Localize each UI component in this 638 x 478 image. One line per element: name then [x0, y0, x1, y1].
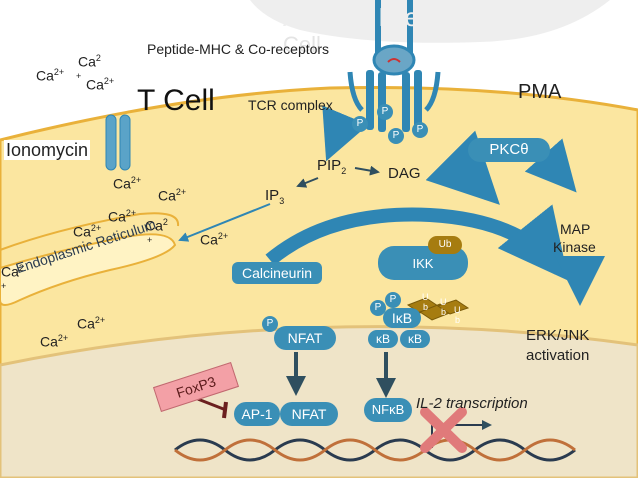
ub-small: b — [423, 302, 429, 312]
ca-ion: Ca2+ — [158, 188, 186, 203]
apc-title: Antigen Presentation — [283, 4, 524, 30]
pkc-theta: PKCθ — [468, 138, 550, 162]
er-graphic — [0, 233, 177, 306]
ca-charge-plus: + — [1, 281, 7, 291]
ub-small: U — [454, 305, 461, 315]
ap1: AP-1 — [234, 402, 280, 426]
map-kinase-label-2: Kinase — [553, 239, 596, 255]
ca-charge: 2+ — [90, 223, 102, 233]
ca-charge: 2+ — [57, 333, 69, 343]
il2-transcription-label: IL-2 transcription — [416, 395, 528, 412]
ca-charge-plus: + — [147, 235, 153, 245]
ub-small: b — [455, 315, 461, 325]
ca-charge: 2+ — [130, 175, 142, 185]
ionomycin-text: Ionomycin — [6, 140, 89, 160]
ip3-sub: 3 — [279, 196, 285, 206]
ca-text: Ca — [108, 208, 126, 225]
ca-ion: Ca2 — [145, 218, 168, 233]
tcr-complex-label: TCR complex — [248, 97, 333, 113]
calcineurin-curve-arrow — [265, 204, 569, 281]
phospho-badge: P — [385, 292, 401, 308]
erk-jnk-label-2: activation — [526, 347, 590, 364]
ip3-to-er-arrow — [178, 203, 271, 242]
nfat-nuclear: NFAT — [280, 402, 338, 426]
phospho-badge: P — [352, 116, 368, 132]
ca-charge: 2+ — [217, 231, 229, 241]
ca-ion: Ca2+ — [40, 334, 68, 349]
pma-to-map-arrow — [524, 138, 577, 193]
ca-ion: Ca2+ — [73, 224, 101, 239]
ub-small: U — [422, 292, 429, 302]
ca-charge: 2+ — [53, 67, 65, 77]
apc-title-line2: Cell — [283, 32, 321, 57]
ca-ion: Ca2 — [78, 54, 101, 69]
phospho-badge: P — [377, 104, 393, 120]
ca-text: Ca — [40, 333, 58, 350]
map-kinase-label-1: MAP — [560, 221, 591, 237]
pip2-label: PIP2 — [317, 158, 346, 176]
ca-text: Ca — [36, 67, 54, 84]
phospho-badge: P — [262, 316, 278, 332]
tcr-receptor-graphic — [347, 0, 441, 132]
tcr-to-pip2-arrow — [322, 105, 369, 162]
erk-jnk-label-1: ERK/JNK — [526, 327, 590, 344]
ubiquitin-tag: Ub — [428, 236, 462, 254]
phospho-badge: P — [412, 122, 428, 138]
dna-helix-graphic — [174, 438, 576, 462]
ca-ion: Ca2+ — [86, 77, 114, 92]
ca-ion: Ca2+ — [36, 68, 64, 83]
ca-charge: 2+ — [94, 315, 106, 325]
ca-charge: 2 — [18, 263, 24, 273]
ca-text: Ca — [73, 223, 91, 240]
ca-text: Ca — [200, 231, 218, 248]
ca-text: Ca — [158, 187, 176, 204]
ub-small: U — [440, 297, 447, 307]
peptide-mhc-label: Peptide-MHC & Co-receptors — [147, 41, 330, 57]
ca-charge: 2 — [162, 217, 168, 227]
ca-charge: 2+ — [175, 187, 187, 197]
nfat-cytoplasmic: NFAT — [274, 326, 336, 350]
transcription-block-x — [420, 407, 467, 453]
ip3-label: IP3 — [265, 188, 284, 206]
ca-charge: 2+ — [125, 208, 137, 218]
kb-subunit: κB — [400, 330, 430, 348]
ca-ion: Ca2+ — [200, 232, 228, 247]
apc-title-line1: Antigen Presentation — [283, 2, 525, 32]
ca-charge-plus: + — [76, 71, 82, 81]
pip2-to-dag-arrow — [354, 165, 380, 176]
ip3-text: IP — [265, 187, 280, 204]
ca-ion: Ca2+ — [77, 316, 105, 331]
ca-text: Ca — [145, 217, 163, 234]
ca-charge: 2+ — [103, 76, 115, 86]
apc-membrane — [250, 0, 610, 43]
ca-text: Ca — [113, 175, 131, 192]
phospho-badge: P — [388, 128, 404, 144]
ikb: IκB — [383, 308, 421, 328]
ca-ion: Ca2+ — [108, 209, 136, 224]
ca-charge: 2 — [95, 53, 101, 63]
pip2-text: PIP — [317, 157, 342, 174]
pip2-to-ip3-arrow — [296, 177, 319, 188]
ub-small: b — [441, 307, 447, 317]
phospho-badge: P — [370, 300, 386, 316]
dag-label: DAG — [388, 165, 421, 182]
ionomycin-label: Ionomycin — [4, 140, 91, 160]
pip2-sub: 2 — [341, 166, 347, 176]
kb-subunit: κB — [368, 330, 398, 348]
t-cell-label: T Cell — [137, 84, 215, 117]
calcineurin: Calcineurin — [232, 262, 322, 284]
ionomycin-channel-graphic — [105, 114, 131, 171]
nfkb: NFκB — [364, 398, 412, 422]
ca-ion: Ca2+ — [113, 176, 141, 191]
ca-text: Ca — [86, 76, 104, 93]
ca-text: Ca — [78, 53, 96, 70]
ca-text: Ca — [1, 263, 19, 280]
dag-to-pkc-arrow — [425, 130, 500, 205]
ca-text: Ca — [77, 315, 95, 332]
ca-ion: Ca2 — [1, 264, 24, 279]
pma-label: PMA — [518, 81, 562, 103]
